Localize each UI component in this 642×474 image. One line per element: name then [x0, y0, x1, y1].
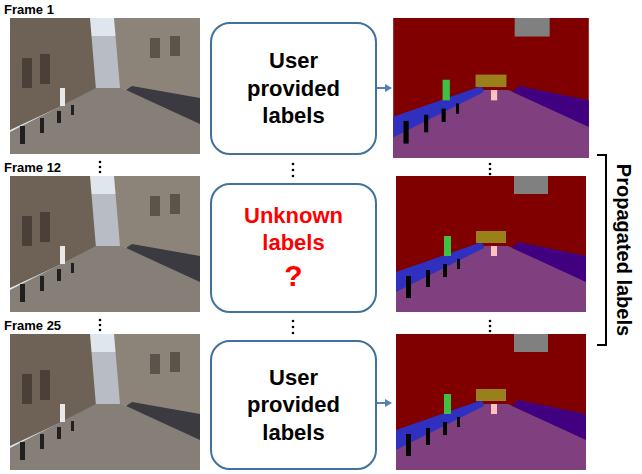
process-box: User provided labels — [210, 22, 377, 155]
box-text: ? — [284, 257, 302, 295]
box-text: Unknown labels — [234, 202, 354, 257]
process-box: User provided labels — [210, 340, 377, 470]
box-text: User provided labels — [234, 364, 354, 447]
frame-label: Frame 12 — [4, 160, 61, 175]
bracket-label: Propagated labels — [612, 164, 635, 336]
process-box: Unknown labels? — [210, 183, 377, 313]
box-text: User provided labels — [234, 47, 354, 130]
frame-label: Frame 25 — [4, 318, 61, 333]
frame-label: Frame 1 — [4, 2, 54, 17]
